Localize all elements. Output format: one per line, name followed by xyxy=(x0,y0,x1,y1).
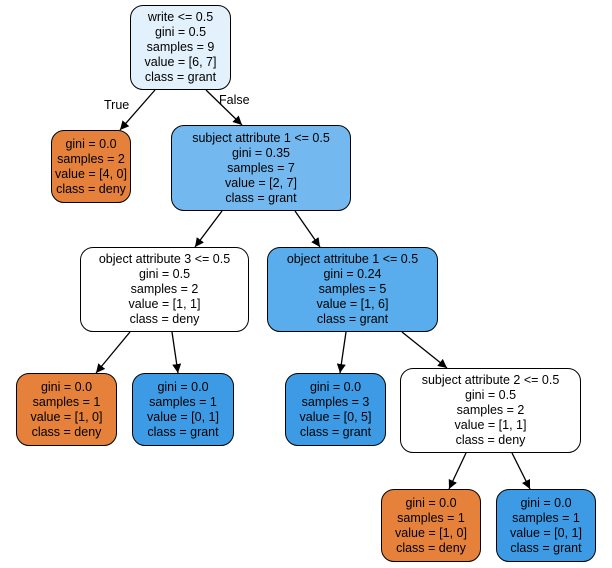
node-text-line: value = [2, 7] xyxy=(225,175,297,190)
node-text-line: gini = 0.5 xyxy=(138,267,191,281)
node-text-line: class = grant xyxy=(225,190,297,205)
node-text-line: samples = 1 xyxy=(512,510,580,525)
edge-arrow-n8-n9 xyxy=(448,452,467,490)
edge-label-false: False xyxy=(219,93,250,107)
node-text-line: gini = 0.0 xyxy=(40,379,93,394)
node-text-line: value = [0, 1] xyxy=(510,525,582,540)
node-text-line: class = deny xyxy=(129,312,200,326)
node-text-line: samples = 1 xyxy=(32,394,101,409)
node-text-line: value = [0, 5] xyxy=(299,409,372,424)
edge-arrow-n4-n8 xyxy=(401,331,448,369)
node-text-line: value = [6, 7] xyxy=(144,55,217,69)
node-text-line: value = [1, 0] xyxy=(30,409,103,424)
node-text-line: object attribute 3 <= 0.5 xyxy=(98,252,231,266)
edge-label-true: True xyxy=(104,98,130,112)
node-text-line: gini = 0.35 xyxy=(231,145,291,160)
node-text-line: samples = 7 xyxy=(227,160,295,175)
node-text-line: class = deny xyxy=(396,540,466,555)
node-text-line: subject attribute 2 <= 0.5 xyxy=(421,373,560,387)
node-text-line: class = grant xyxy=(147,424,219,439)
node-text-line: gini = 0.0 xyxy=(65,136,117,151)
edge-arrow-n3-n6 xyxy=(171,331,182,374)
edge-arrow-n0-n2 xyxy=(205,89,243,126)
node-text-line: object attritube 1 <= 0.5 xyxy=(286,252,419,266)
node-text-line: samples = 2 xyxy=(456,403,525,417)
node-text-line: gini = 0.0 xyxy=(405,495,457,510)
node-text-line: value = [0, 1] xyxy=(147,409,219,424)
node-text-line: class = grant xyxy=(144,70,217,84)
node-text-line: gini = 0.5 xyxy=(154,25,207,39)
node-text-line: samples = 1 xyxy=(397,510,465,525)
node-text-line: subject attribute 1 <= 0.5 xyxy=(192,130,330,145)
node-text-line: gini = 0.24 xyxy=(323,267,382,281)
node-text-line: class = deny xyxy=(56,181,126,196)
node-text-line: samples = 3 xyxy=(301,394,370,409)
node-text-line: value = [1, 6] xyxy=(316,297,389,311)
node-text-line: gini = 0.0 xyxy=(520,495,572,510)
node-text-line: class = grant xyxy=(316,312,389,326)
node-text-line: samples = 2 xyxy=(57,151,125,166)
node-text-line: samples = 2 xyxy=(130,282,199,296)
edge-arrow-n2-n4 xyxy=(294,210,321,248)
node-text-line: samples = 5 xyxy=(318,282,387,296)
node-text-line: gini = 0.0 xyxy=(157,379,209,394)
node-text-line: gini = 0.0 xyxy=(309,379,362,394)
node-text-line: samples = 9 xyxy=(146,40,215,54)
node-text-line: class = grant xyxy=(510,540,582,555)
node-text-line: value = [1, 1] xyxy=(128,297,201,311)
node-text-line: class = grant xyxy=(299,424,372,439)
node-text-line: class = deny xyxy=(455,433,526,447)
node-text-line: value = [1, 0] xyxy=(395,525,467,540)
edge-arrow-n0-n1 xyxy=(119,89,156,131)
node-text-line: class = deny xyxy=(31,424,102,439)
edge-arrow-n8-n10 xyxy=(511,452,531,490)
node-text-line: gini = 0.5 xyxy=(464,388,517,402)
node-text-line: value = [1, 1] xyxy=(454,418,527,432)
edge-arrow-n2-n3 xyxy=(194,210,223,248)
edge-layer xyxy=(95,89,531,490)
edge-arrow-n4-n7 xyxy=(336,331,347,374)
node-text-line: write <= 0.5 xyxy=(147,10,214,24)
node-text-line: samples = 1 xyxy=(149,394,217,409)
edge-arrow-n3-n5 xyxy=(95,331,131,374)
node-text-line: value = [4, 0] xyxy=(55,166,127,181)
